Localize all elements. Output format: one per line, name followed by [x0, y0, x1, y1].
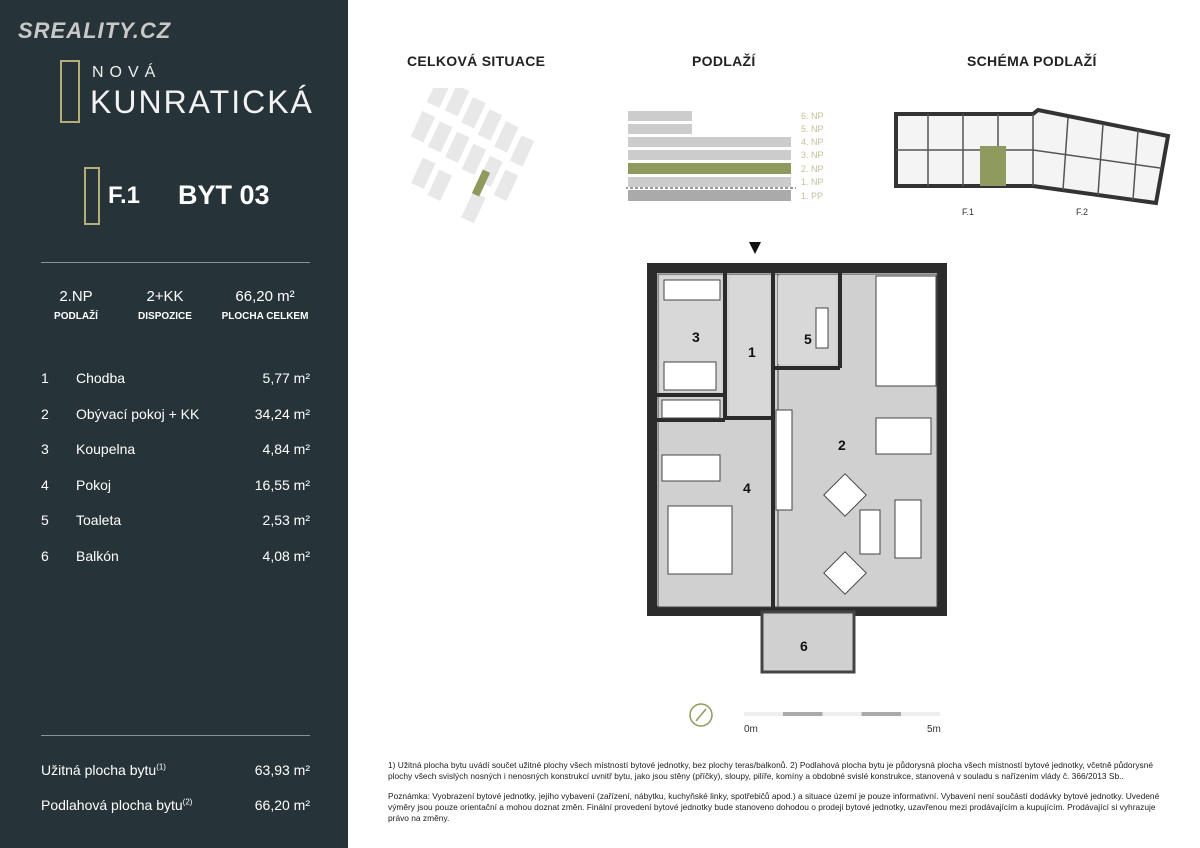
highlighted-building: [471, 169, 491, 197]
compass-icon: [689, 703, 713, 727]
current-floor-bar: [628, 163, 791, 174]
floor-plan: 1 2 3 4 5 6: [647, 242, 947, 674]
sreality-watermark: SREALITY.CZ: [18, 18, 172, 43]
balcony: [760, 610, 856, 674]
brand-logo-icon: [60, 60, 80, 123]
floor-label: 2. NP: [801, 164, 824, 174]
svg-text:2: 2: [838, 437, 846, 453]
unit-highlight: [980, 146, 1006, 186]
floor-label: 3. NP: [801, 150, 824, 160]
scale-start: 0m: [744, 724, 758, 735]
footnote-2: Poznámka: Vyobrazení bytové jednotky, je…: [388, 791, 1160, 823]
usable-area-row: Užitná plocha bytu(1)63,93 m²: [41, 762, 310, 778]
scale-bar: [744, 712, 940, 716]
heading-site: CELKOVÁ SITUACE: [407, 53, 546, 69]
floor-diagram: [626, 111, 796, 201]
unit-title: BYT 03: [178, 180, 270, 210]
svg-text:5: 5: [804, 331, 812, 347]
floor-label: 5. NP: [801, 124, 824, 134]
entrance-arrow-icon: [749, 242, 761, 254]
floor-label: 1. PP: [801, 191, 824, 201]
building-mark-icon: [84, 167, 100, 225]
svg-text:4: 4: [743, 480, 751, 496]
brand-line2: KUNRATICKÁ: [90, 84, 314, 120]
floor-schema: [894, 108, 1171, 206]
info-panel: SREALITY.CZ NOVÁ KUNRATICKÁ F.1 BYT 03 2…: [0, 0, 348, 848]
floor-area-row: Podlahová plocha bytu(2)66,20 m²: [41, 797, 310, 813]
divider: [41, 735, 310, 736]
divider: [41, 262, 310, 263]
footnote-1: 1) Užitná plocha bytu uvádí součet užitn…: [388, 760, 1154, 781]
schema-label-f2: F.2: [1076, 207, 1089, 217]
heading-schema: SCHÉMA PODLAŽÍ: [967, 53, 1097, 69]
brand-line1: NOVÁ: [92, 64, 162, 81]
heading-floor: PODLAŽÍ: [692, 53, 756, 69]
building-code: F.1: [108, 182, 141, 209]
svg-text:3: 3: [692, 329, 700, 345]
svg-text:6: 6: [800, 638, 808, 654]
schema-label-f1: F.1: [962, 207, 975, 217]
scale-end: 5m: [927, 724, 941, 735]
floor-label: 1. NP: [801, 177, 824, 187]
site-plan: [410, 88, 535, 224]
floor-label: 6. NP: [801, 111, 824, 121]
svg-text:1: 1: [748, 344, 756, 360]
floor-label: 4. NP: [801, 137, 824, 147]
